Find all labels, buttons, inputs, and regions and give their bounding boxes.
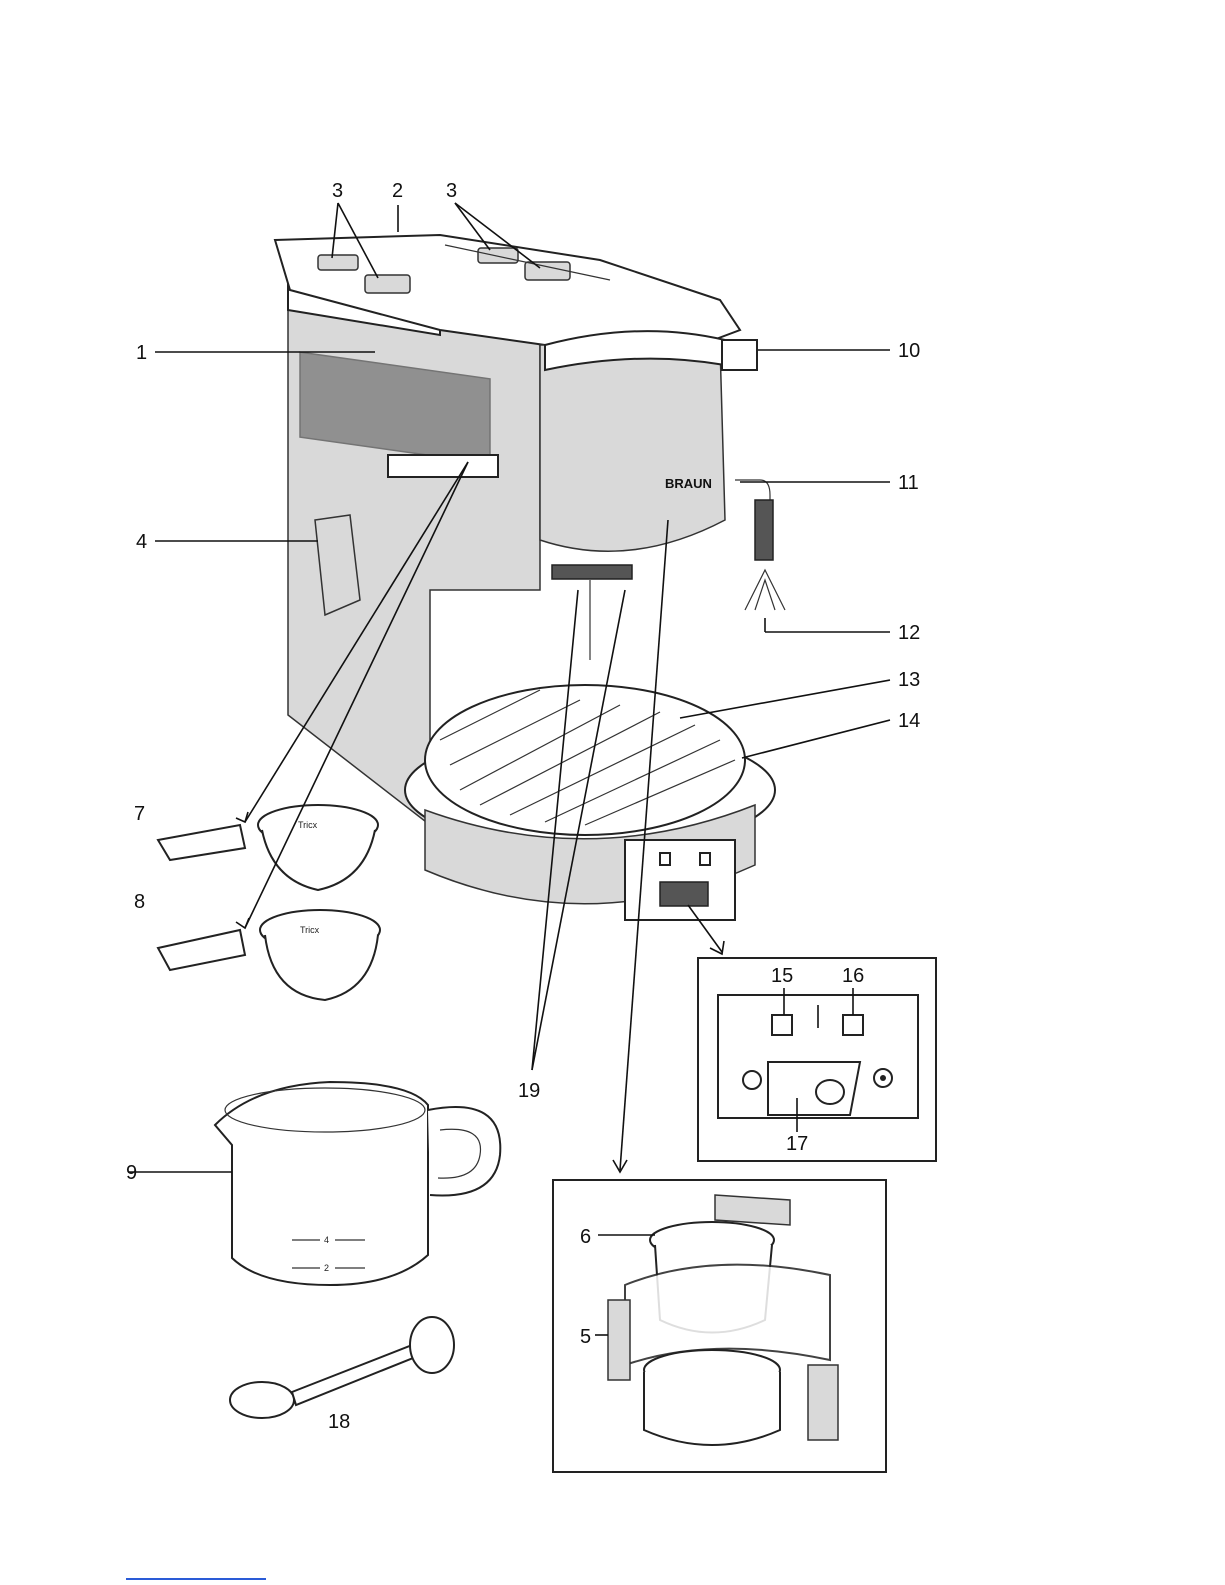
callout-1: 1 [136, 342, 147, 364]
callout-16: 16 [842, 965, 864, 987]
filter-holder-7: Tricx [158, 805, 378, 890]
callout-17: 17 [786, 1133, 808, 1155]
callout-6: 6 [580, 1226, 591, 1248]
callout-8: 8 [134, 891, 145, 913]
callout-3-right: 3 [446, 180, 457, 202]
callout-5: 5 [580, 1326, 591, 1348]
callout-4: 4 [136, 531, 147, 553]
filter-brand-text-7: Tricx [298, 820, 318, 830]
callout-14: 14 [898, 710, 920, 732]
glass-carafe: 4 2 [215, 1082, 500, 1285]
callout-15: 15 [771, 965, 793, 987]
filter-holder-8: Tricx [158, 910, 380, 1000]
callout-10: 10 [898, 340, 920, 362]
carafe-mark-2: 2 [324, 1263, 329, 1273]
measuring-spoon [230, 1317, 454, 1418]
callout-3-left: 3 [332, 180, 343, 202]
control-panel-inset [698, 958, 936, 1161]
carafe-mark-4: 4 [324, 1235, 329, 1245]
callout-11: 11 [898, 472, 919, 494]
callout-13: 13 [898, 669, 920, 691]
brand-logo-text: BRAUN [665, 476, 712, 491]
callout-12: 12 [898, 622, 920, 644]
filter-basket-inset [553, 1180, 886, 1472]
callout-18: 18 [328, 1411, 350, 1433]
callout-2: 2 [392, 180, 403, 202]
callout-9: 9 [126, 1162, 137, 1184]
filter-brand-text-8: Tricx [300, 925, 320, 935]
scroll-indicator [126, 1578, 266, 1580]
callout-7: 7 [134, 803, 145, 825]
callout-19: 19 [518, 1080, 540, 1102]
